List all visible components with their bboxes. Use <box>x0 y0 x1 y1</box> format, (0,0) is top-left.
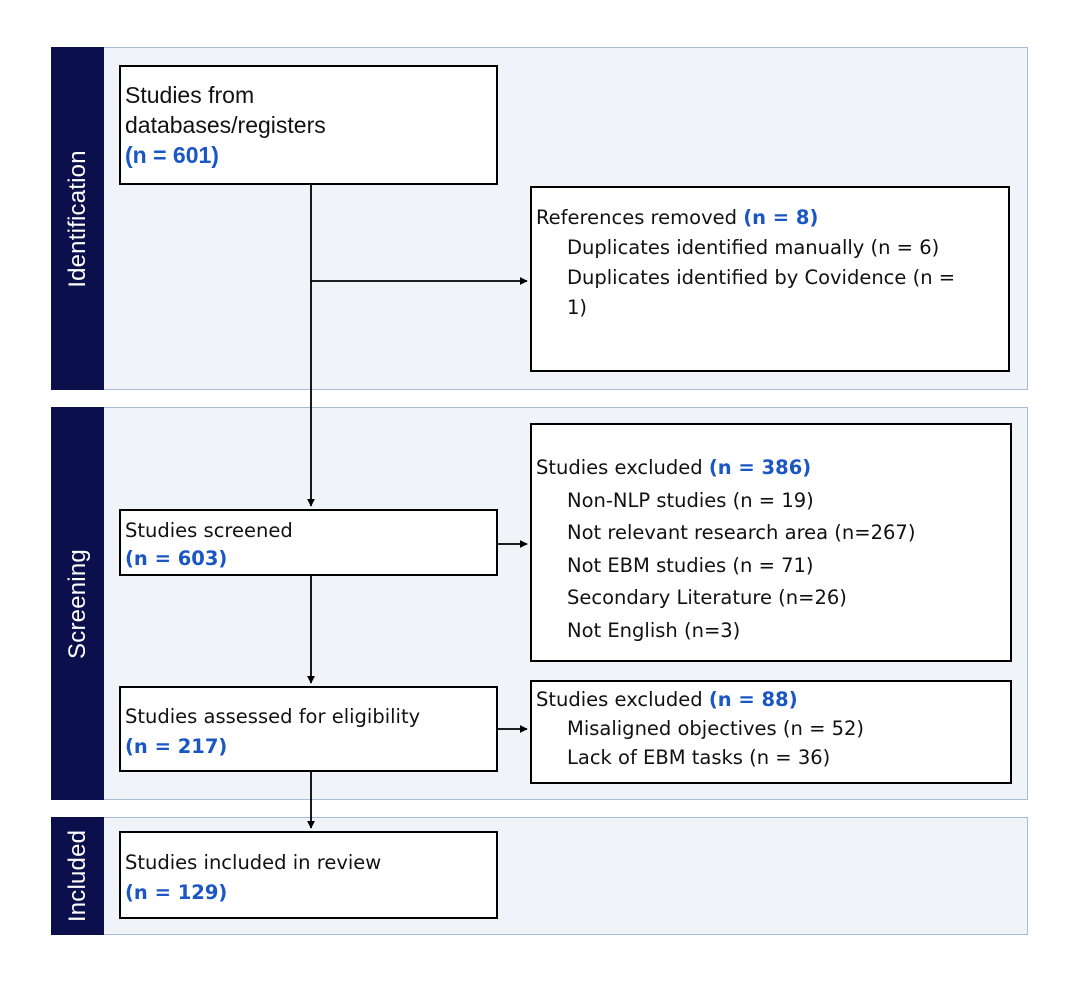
excluded-screening-box: Studies excluded (n = 386) Non-NLP studi… <box>530 423 1012 662</box>
removed-title: References removed <box>536 206 737 229</box>
removed-item-covidence: Duplicates identified by Covidence (n = <box>567 266 956 289</box>
excluded-eligibility-item: Lack of EBM tasks (n = 36) <box>567 746 831 769</box>
stage-included-label: Included <box>63 829 91 923</box>
excluded-screening-title: Studies excluded <box>536 456 703 479</box>
screened-box: Studies screened (n = 603) <box>119 509 498 576</box>
databases-box: Studies from databases/registers (n = 60… <box>119 65 498 185</box>
excluded-eligibility-list: Misaligned objectives (n = 52) Lack of E… <box>536 714 1010 772</box>
screened-title: Studies screened <box>125 519 293 542</box>
stage-screening: Screening <box>51 407 104 800</box>
removed-box: References removed (n = 8) Duplicates id… <box>530 186 1010 372</box>
removed-count: (n = 8) <box>743 206 819 229</box>
excluded-screening-item: Not English (n=3) <box>567 618 741 642</box>
databases-count: (n = 601) <box>125 142 219 168</box>
included-title: Studies included in review <box>125 851 382 874</box>
stage-identification: Identification <box>51 47 104 390</box>
included-box: Studies included in review (n = 129) <box>119 831 498 919</box>
excluded-screening-count: (n = 386) <box>708 456 812 479</box>
excluded-eligibility-title: Studies excluded <box>536 688 703 711</box>
excluded-screening-item: Not EBM studies (n = 71) <box>567 553 814 577</box>
excluded-eligibility-count: (n = 88) <box>708 688 798 711</box>
stage-screening-label: Screening <box>63 548 91 659</box>
excluded-screening-item: Not relevant research area (n=267) <box>567 521 916 544</box>
eligibility-box: Studies assessed for eligibility (n = 21… <box>119 686 498 772</box>
databases-title-line2: databases/registers <box>125 112 326 138</box>
removed-list: Duplicates identified manually (n = 6) D… <box>536 233 1008 323</box>
eligibility-count: (n = 217) <box>125 735 228 758</box>
removed-item-covidence-cont: 1) <box>567 296 588 319</box>
eligibility-title: Studies assessed for eligibility <box>125 705 421 728</box>
removed-item-manual: Duplicates identified manually (n = 6) <box>567 236 940 259</box>
excluded-eligibility-box: Studies excluded (n = 88) Misaligned obj… <box>530 680 1012 784</box>
excluded-screening-item: Non-NLP studies (n = 19) <box>567 488 814 512</box>
screened-count: (n = 603) <box>125 547 228 570</box>
stage-included: Included <box>51 817 104 935</box>
stage-identification-label: Identification <box>63 149 91 288</box>
included-count: (n = 129) <box>125 881 228 904</box>
excluded-screening-item: Secondary Literature (n=26) <box>567 586 847 609</box>
excluded-eligibility-item: Misaligned objectives (n = 52) <box>567 717 865 740</box>
excluded-screening-list: Non-NLP studies (n = 19) Not relevant re… <box>536 485 1010 648</box>
databases-title-line1: Studies from <box>125 82 255 108</box>
